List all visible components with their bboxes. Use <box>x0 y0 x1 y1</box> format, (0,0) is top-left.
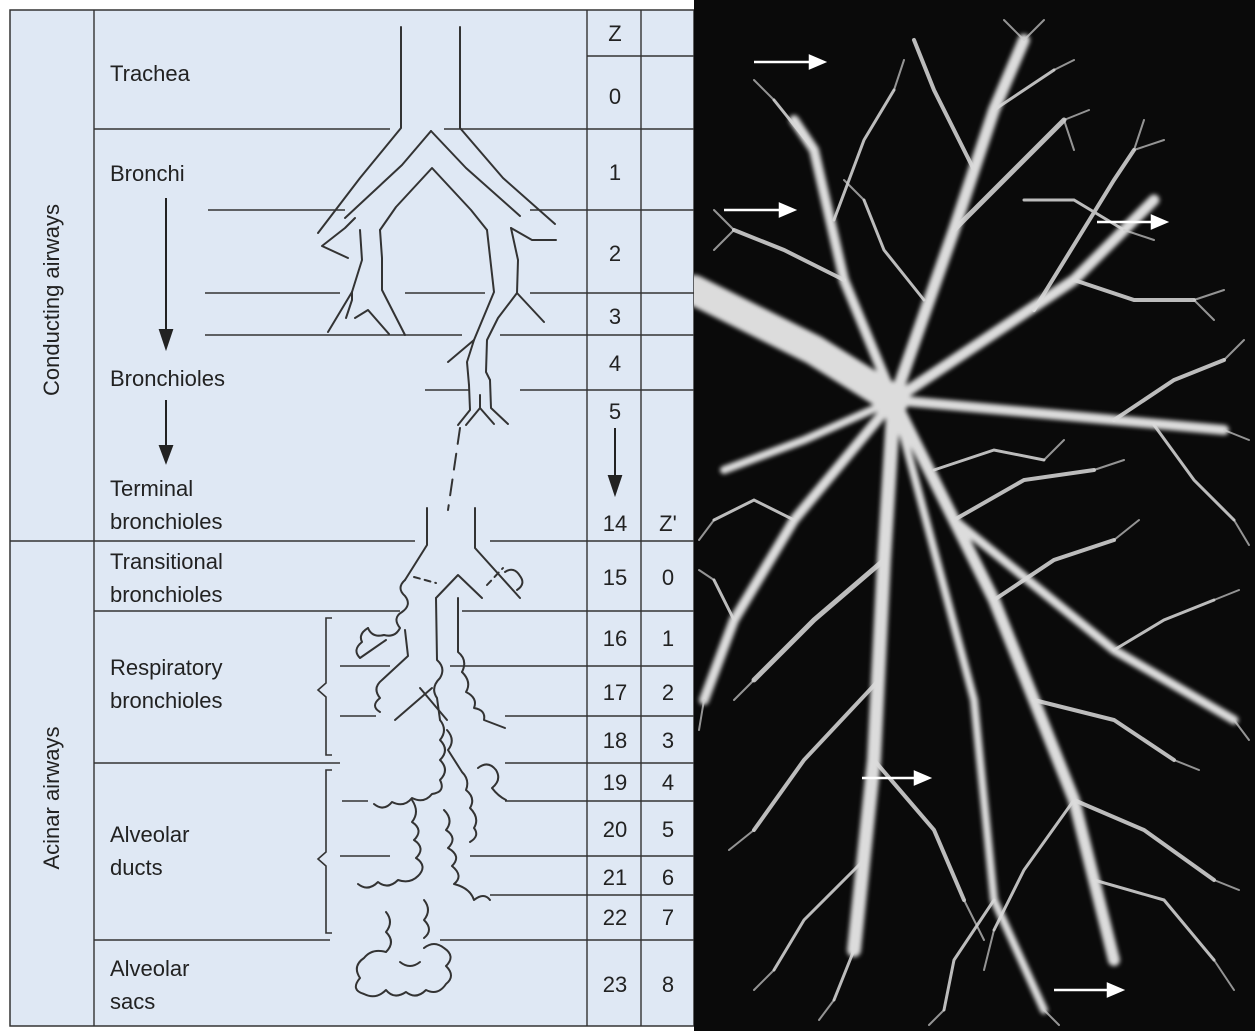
zone-label-sacs-line2: sacs <box>110 985 189 1018</box>
z-value: 23 <box>589 973 641 997</box>
header-z-prime: Z' <box>642 512 694 536</box>
z-value: 19 <box>589 771 641 795</box>
z-value: 1 <box>589 161 641 185</box>
zone-label-terminal-bronchioles: Terminal bronchioles <box>110 472 223 538</box>
z-value: 4 <box>589 352 641 376</box>
bronchial-tree-cast-image <box>694 0 1255 1031</box>
z-value: 5 <box>589 400 641 424</box>
z-prime-value: 5 <box>642 818 694 842</box>
z-value: 14 <box>589 512 641 536</box>
group-label-conducting: Conducting airways <box>39 204 65 396</box>
z-value: 18 <box>589 729 641 753</box>
z-prime-value: 3 <box>642 729 694 753</box>
zone-label-terminal-line2: bronchioles <box>110 505 223 538</box>
zone-label-transitional-bronchioles: Transitional bronchioles <box>110 545 223 611</box>
zone-label-ducts-line2: ducts <box>110 851 189 884</box>
header-z: Z <box>589 22 641 46</box>
group-label-acinar: Acinar airways <box>39 726 65 869</box>
z-prime-value: 7 <box>642 906 694 930</box>
z-value: 3 <box>589 305 641 329</box>
z-prime-value: 6 <box>642 866 694 890</box>
zone-label-respiratory-line2: bronchioles <box>110 684 223 717</box>
zone-label-alveolar-sacs: Alveolar sacs <box>110 952 189 1018</box>
z-prime-value: 4 <box>642 771 694 795</box>
zone-label-trachea: Trachea <box>110 57 190 90</box>
z-value: 15 <box>589 566 641 590</box>
zone-label-transitional-line2: bronchioles <box>110 578 223 611</box>
z-prime-value: 2 <box>642 681 694 705</box>
zone-label-respiratory-bronchioles: Respiratory bronchioles <box>110 651 223 717</box>
z-value: 0 <box>589 85 641 109</box>
zone-label-transitional-line1: Transitional <box>110 545 223 578</box>
z-prime-value: 1 <box>642 627 694 651</box>
z-value: 16 <box>589 627 641 651</box>
z-value: 21 <box>589 866 641 890</box>
zone-label-respiratory-line1: Respiratory <box>110 651 223 684</box>
zone-label-alveolar-ducts: Alveolar ducts <box>110 818 189 884</box>
z-prime-value: 0 <box>642 566 694 590</box>
z-value: 20 <box>589 818 641 842</box>
z-prime-value: 8 <box>642 973 694 997</box>
zone-label-bronchi: Bronchi <box>110 157 185 190</box>
z-value: 17 <box>589 681 641 705</box>
z-value: 22 <box>589 906 641 930</box>
zone-label-ducts-line1: Alveolar <box>110 818 189 851</box>
z-value: 2 <box>589 242 641 266</box>
zone-label-sacs-line1: Alveolar <box>110 952 189 985</box>
zone-label-bronchioles: Bronchioles <box>110 362 225 395</box>
zone-label-terminal-line1: Terminal <box>110 472 223 505</box>
